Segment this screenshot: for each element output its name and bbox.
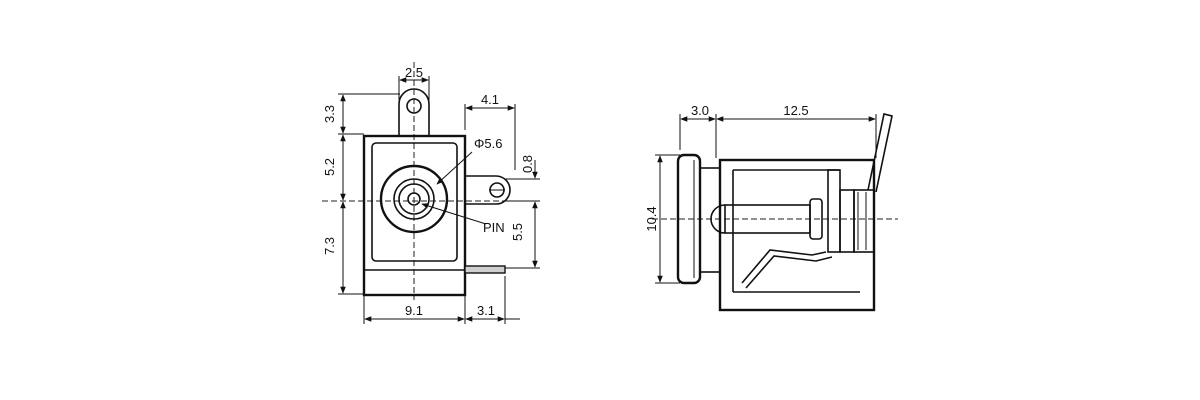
front-view: 2.5 4.1 3.3 5.2 7.3 9.1 3.1 0.8 5.5 xyxy=(322,62,540,324)
top-tab-hole xyxy=(406,98,422,114)
side-neck xyxy=(699,167,721,273)
side-rear-block-a xyxy=(827,169,841,253)
socket-outer-ring xyxy=(379,164,449,234)
dim-pin-drop: 5.5 xyxy=(510,223,525,241)
front-body-outline xyxy=(362,134,467,297)
dim-side-tab: 4.1 xyxy=(481,92,499,107)
front-inner-panel xyxy=(371,142,458,262)
dim-pin-offset: 3.1 xyxy=(477,303,495,318)
leader-pin xyxy=(421,203,487,225)
dim-body-length: 12.5 xyxy=(783,103,808,118)
side-spring-contact xyxy=(741,249,827,284)
side-plug-nose xyxy=(710,204,726,234)
socket-inner-ring xyxy=(398,183,430,215)
dim-tab-width: 2.5 xyxy=(405,65,423,80)
socket-middle-ring xyxy=(393,178,435,220)
side-view: 3.0 12.5 10.4 xyxy=(644,103,898,312)
side-solder-tab xyxy=(465,175,511,205)
side-rear-block-c xyxy=(853,189,875,253)
dim-height: 10.4 xyxy=(644,206,659,231)
side-terminal-lead xyxy=(867,113,893,193)
dim-pin-gap: 0.8 xyxy=(520,155,535,173)
side-body-outline xyxy=(718,158,876,312)
top-mounting-tab xyxy=(398,88,430,136)
dim-body-width: 9.1 xyxy=(405,303,423,318)
side-rear-block-b xyxy=(839,189,855,253)
dim-lower-body: 7.3 xyxy=(322,237,337,255)
dim-hole-diameter: Φ5.6 xyxy=(474,136,502,151)
leader-hole-diameter xyxy=(436,151,473,185)
dim-tab-height: 3.3 xyxy=(322,105,337,123)
socket-pin xyxy=(407,192,421,206)
dim-flange: 3.0 xyxy=(691,103,709,118)
dim-upper-body: 5.2 xyxy=(322,158,337,176)
side-plug-collar xyxy=(809,198,823,240)
side-spring-contact-inner xyxy=(745,255,833,289)
bottom-pin-stub xyxy=(464,265,506,274)
pin-label: PIN xyxy=(483,220,505,235)
